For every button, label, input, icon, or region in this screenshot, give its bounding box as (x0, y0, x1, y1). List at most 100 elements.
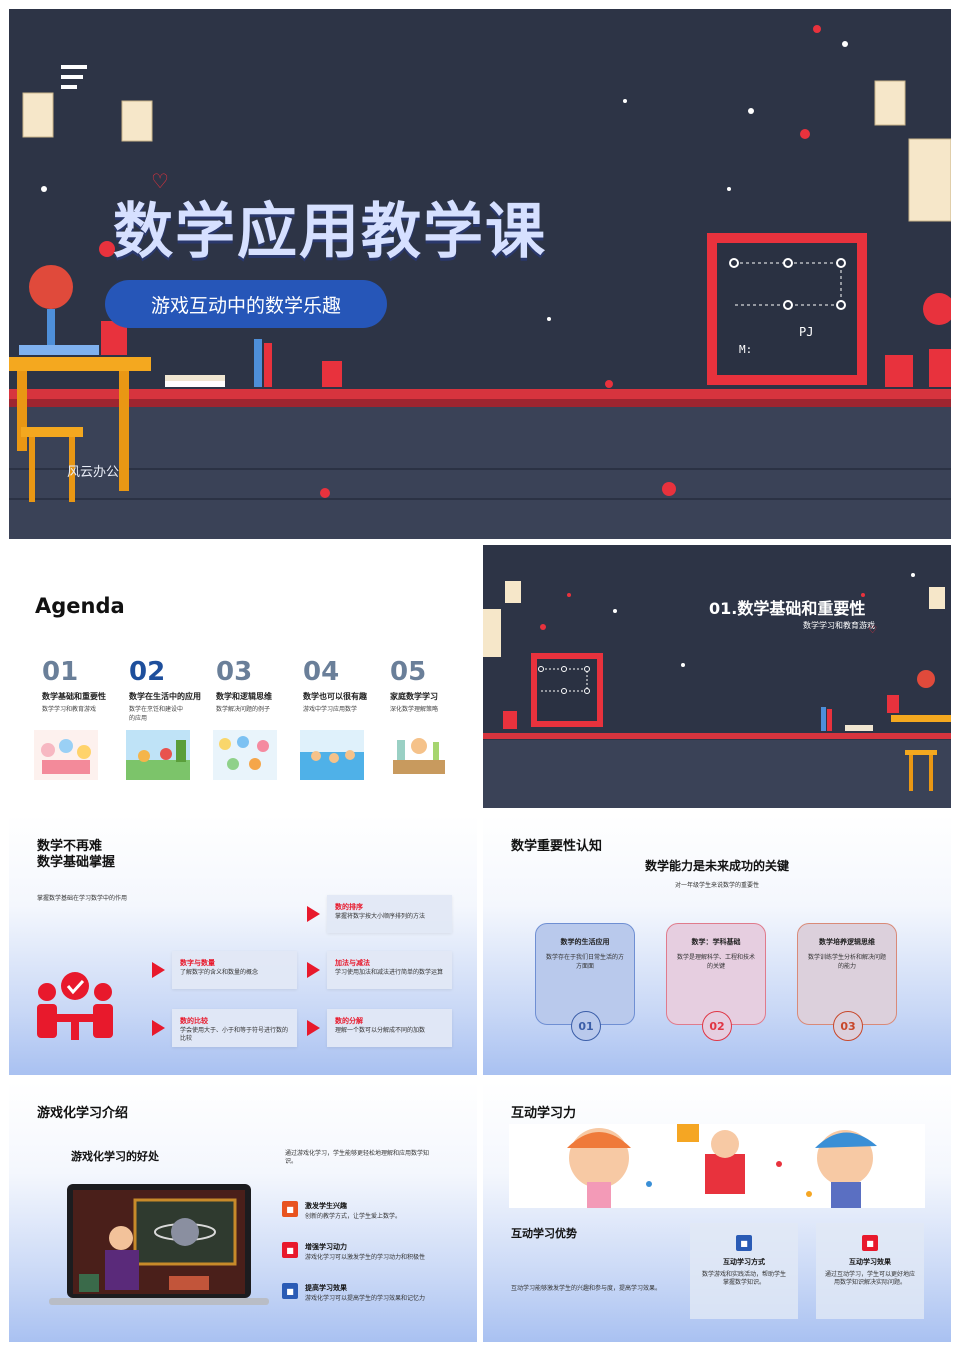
item-desc: 理解一个数可以分解成不同的加数 (335, 1027, 426, 1034)
agenda-item-title: 数学基础和重要性 (42, 692, 106, 701)
agenda-image-pool (300, 730, 364, 780)
agenda-item-title: 数学在生活中的应用 (129, 692, 201, 701)
section-subtitle: 数学学习和教育游戏 (803, 621, 875, 630)
play-icon (307, 1020, 320, 1036)
item-desc: 了解数字的含义和数量的概念 (180, 969, 259, 976)
agenda-item-desc: 深化数学理解策略 (390, 706, 439, 713)
list-item[interactable]: 数的排序 掌握将数字按大小顺序排列的方法 (307, 895, 452, 933)
card-desc: 通过互动学习，学生可以更好地应用数学知识解决实际问题。 (824, 1271, 915, 1286)
list-item[interactable]: 加法与减法 学习使用加法和减法进行简单的数学运算 (307, 951, 452, 989)
card-title: 数学培养逻辑思维 (819, 938, 875, 946)
agenda-item[interactable]: 02 数学在生活中的应用 数学在烹饪和建设中的应用 (129, 657, 209, 723)
agenda-number: 05 (390, 657, 427, 687)
card-desc: 数学游戏和实践活动，帮助学生掌握数学知识。 (701, 1271, 786, 1286)
teamwork-icon (37, 972, 113, 1040)
board-text-2: M: (739, 343, 753, 356)
item-title: 数的比较 (180, 1017, 208, 1025)
interactive-section: 互动学习优势 (511, 1227, 577, 1240)
agenda-item-title: 数学也可以很有趣 (303, 692, 367, 701)
card-title: 互动学习效果 (849, 1258, 891, 1266)
slide-title: ♡ 数学应用教学课 游戏互动中的数学乐趣 PJ M: 风云办公 (9, 9, 951, 539)
importance-card[interactable]: 数学培养逻辑思维 数学训练学生分析和解决问题的能力 03 (797, 923, 897, 1041)
importance-sub: 对一年级学生来说数学的重要性 (674, 882, 759, 889)
agenda-number: 01 (42, 657, 79, 687)
benefit-desc: 创新的教学方式，让学生爱上数学。 (305, 1213, 402, 1220)
agenda-image-park (126, 730, 190, 780)
interactive-intro: 互动学习能够激发学生的兴趣和参与度，提高学习效果。 (511, 1285, 662, 1292)
gamified-intro: 通过游戏化学习，学生能够更轻松地理解和应用数学知识。 (285, 1150, 430, 1165)
agenda-item[interactable]: 05 家庭数学学习 深化数学理解策略 (390, 657, 470, 714)
play-icon (152, 962, 165, 978)
card-title: 互动学习方式 (723, 1258, 765, 1266)
menu-icon[interactable] (61, 65, 87, 89)
list-item[interactable]: 数的比较 学会使用大于、小于和等于符号进行数的比较 (152, 1009, 297, 1047)
image-icon: ■ (736, 1235, 752, 1251)
item-desc: 学会使用大于、小于和等于符号进行数的比较 (180, 1027, 289, 1042)
item-desc: 学习使用加法和减法进行简单的数学运算 (335, 969, 444, 976)
classroom-illustration (9, 25, 951, 539)
card-number: 01 (571, 1011, 601, 1041)
slide-gamified: 游戏化学习介绍 游戏化学习的好处 通过游戏化学习，学生能够更轻松地理解和应用数学… (9, 1082, 477, 1342)
play-icon (152, 1020, 165, 1036)
item-title: 加法与减法 (335, 959, 370, 967)
slide-basics: 数学不再难 数学基础掌握 掌握数学基础在学习数学中的作用 数的排序 掌握将数字按… (9, 815, 477, 1075)
card-title: 数学的生活应用 (560, 938, 610, 946)
subtitle-pill: 游戏互动中的数学乐趣 (105, 280, 387, 328)
card-number: 02 (702, 1011, 732, 1041)
agenda-item-desc: 数学在烹饪和建设中的应用 (129, 706, 184, 722)
card-desc: 数学是理解科学、工程和技术的关键 (676, 954, 755, 970)
agenda-item-desc: 数学学习和教育游戏 (42, 706, 97, 713)
board-text: PJ (799, 325, 814, 339)
section-title: 01.数学基础和重要性 (709, 599, 866, 618)
agenda-number: 02 (129, 657, 166, 687)
basics-title-1: 数学不再难 (37, 839, 103, 854)
agenda-image-kids (213, 730, 277, 780)
benefit-title: 提高学习效果 (305, 1284, 347, 1292)
slide-interactive: 互动学习力 互动学习优势 互动学习能够激发学生的兴趣和参与度，提高学习效果。 ■… (483, 1082, 951, 1342)
card-number: 03 (833, 1011, 863, 1041)
importance-card[interactable]: 数学：学科基础 数学是理解科学、工程和技术的关键 02 (666, 923, 766, 1041)
item-desc: 掌握将数字按大小顺序排列的方法 (335, 913, 426, 920)
basics-title-2: 数学基础掌握 (37, 855, 116, 870)
agenda-item-desc: 游戏中学习应用数学 (303, 706, 358, 713)
agenda-item-desc: 数学解决问题的例子 (216, 706, 271, 713)
motivation-icon: ■ (282, 1242, 298, 1258)
item-title: 数字与数量 (180, 959, 215, 967)
item-title: 数的分解 (335, 1017, 363, 1025)
page-title: 数学应用教学课 (113, 197, 547, 267)
interactive-title: 互动学习力 (511, 1106, 577, 1121)
interactive-card[interactable]: ■ 互动学习方式 数学游戏和实践活动，帮助学生掌握数学知识。 (690, 1223, 798, 1319)
card-title: 数学：学科基础 (691, 938, 741, 946)
agenda-image-lab (387, 730, 451, 780)
play-icon (307, 906, 320, 922)
agenda-item-title: 家庭数学学习 (390, 692, 438, 701)
importance-headline: 数学能力是未来成功的关键 (644, 859, 789, 873)
interactive-card[interactable]: ■ 互动学习效果 通过互动学习，学生可以更好地应用数学知识解决实际问题。 (816, 1223, 924, 1319)
gamified-subtitle: 游戏化学习的好处 (71, 1150, 159, 1163)
agenda-item-title: 数学和逻辑思维 (216, 692, 272, 701)
importance-title: 数学重要性认知 (511, 839, 603, 854)
interest-icon: ■ (282, 1201, 298, 1217)
slide-importance: 数学重要性认知 数学能力是未来成功的关键 对一年级学生来说数学的重要性 数学的生… (483, 815, 951, 1075)
laptop-teacher-image (49, 1184, 269, 1305)
agenda-item[interactable]: 03 数学和逻辑思维 数学解决问题的例子 (216, 657, 296, 714)
heart-icon: ♡ (151, 169, 169, 193)
importance-card[interactable]: 数学的生活应用 数学存在于我们日常生活的方方面面 01 (535, 923, 635, 1041)
agenda-item[interactable]: 01 数学基础和重要性 数学学习和教育游戏 (42, 657, 122, 714)
list-item[interactable]: 数的分解 理解一个数可以分解成不同的加数 (307, 1009, 452, 1047)
agenda-number: 03 (216, 657, 253, 687)
heart-icon: ♡ (868, 625, 877, 636)
benefit-desc: 游戏化学习可以激发学生的学习动力和积极性 (305, 1254, 426, 1261)
item-title: 数的排序 (335, 903, 363, 911)
basics-intro: 掌握数学基础在学习数学中的作用 (37, 895, 128, 902)
play-icon (307, 962, 320, 978)
agenda-number: 04 (303, 657, 340, 687)
slide-agenda: Agenda 01 数学基础和重要性 数学学习和教育游戏 02 数学在生活中的应… (9, 545, 477, 808)
agenda-item[interactable]: 04 数学也可以很有趣 游戏中学习应用数学 (303, 657, 383, 714)
benefit-desc: 游戏化学习可以提高学生的学习效果和记忆力 (305, 1295, 426, 1302)
list-item[interactable]: 数字与数量 了解数字的含义和数量的概念 (152, 951, 297, 989)
gamified-title: 游戏化学习介绍 (37, 1106, 129, 1121)
benefit-title: 增强学习动力 (305, 1243, 347, 1251)
agenda-image-party (34, 730, 98, 780)
kids-banner-image (509, 1124, 925, 1208)
